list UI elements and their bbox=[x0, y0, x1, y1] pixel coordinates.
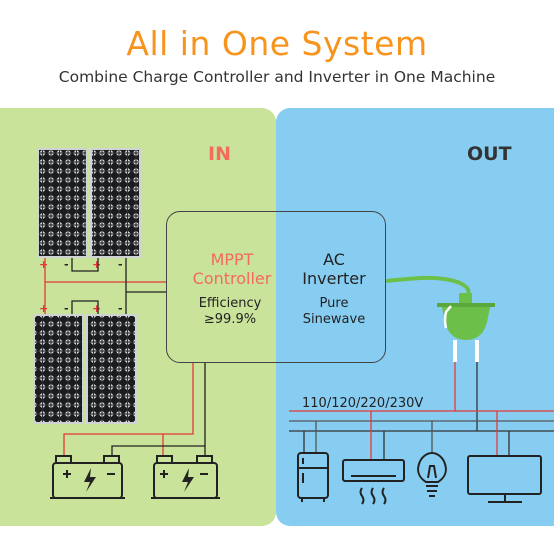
output-wiring bbox=[289, 362, 554, 460]
plug-cable bbox=[385, 275, 471, 300]
inverter-title: AC Inverter bbox=[293, 250, 375, 288]
svg-text:-: - bbox=[118, 302, 123, 315]
all-in-one-unit bbox=[166, 211, 386, 363]
svg-text:-: - bbox=[64, 302, 69, 315]
controller-spec: Efficiency ≥99.9% bbox=[182, 296, 278, 327]
panel-wiring bbox=[44, 258, 166, 314]
svg-text:+: + bbox=[92, 302, 101, 315]
plug-icon bbox=[437, 293, 495, 362]
out-label: OUT bbox=[467, 143, 512, 165]
fridge-icon bbox=[297, 452, 329, 502]
solar-panel-icon bbox=[90, 148, 141, 258]
inverter-spec-line2: Sinewave bbox=[302, 311, 366, 327]
inverter-title-line1: AC bbox=[323, 250, 345, 269]
page-subtitle: Combine Charge Controller and Inverter i… bbox=[58, 68, 496, 86]
battery-icon bbox=[151, 455, 220, 499]
svg-text:-: - bbox=[64, 258, 69, 271]
svg-text:-: - bbox=[118, 258, 123, 271]
solar-panel-icon bbox=[37, 148, 88, 258]
light-bulb-icon bbox=[417, 451, 447, 497]
controller-title: MPPT Controller bbox=[190, 250, 274, 288]
svg-text:+: + bbox=[39, 302, 48, 315]
inverter-spec: Pure Sinewave bbox=[292, 296, 376, 327]
air-conditioner-icon bbox=[342, 459, 405, 505]
inverter-spec-line1: Pure bbox=[319, 296, 349, 311]
svg-text:+: + bbox=[92, 258, 101, 271]
battery-icon bbox=[50, 455, 125, 499]
svg-text:+: + bbox=[39, 258, 48, 271]
inverter-title-line2: Inverter bbox=[302, 269, 366, 289]
terminal-marks: + - + - + - + - bbox=[39, 258, 123, 315]
controller-spec-line2: ≥99.9% bbox=[203, 311, 257, 327]
controller-title-line1: MPPT bbox=[210, 250, 254, 269]
voltage-label: 110/120/220/230V bbox=[302, 396, 424, 411]
page-title: All in One System bbox=[126, 24, 428, 63]
in-label: IN bbox=[208, 143, 231, 165]
solar-panel-icon bbox=[33, 314, 84, 424]
controller-spec-line1: Efficiency bbox=[198, 296, 262, 311]
monitor-icon bbox=[467, 455, 542, 503]
solar-panel-icon bbox=[86, 314, 137, 424]
controller-title-line2: Controller bbox=[192, 269, 272, 289]
